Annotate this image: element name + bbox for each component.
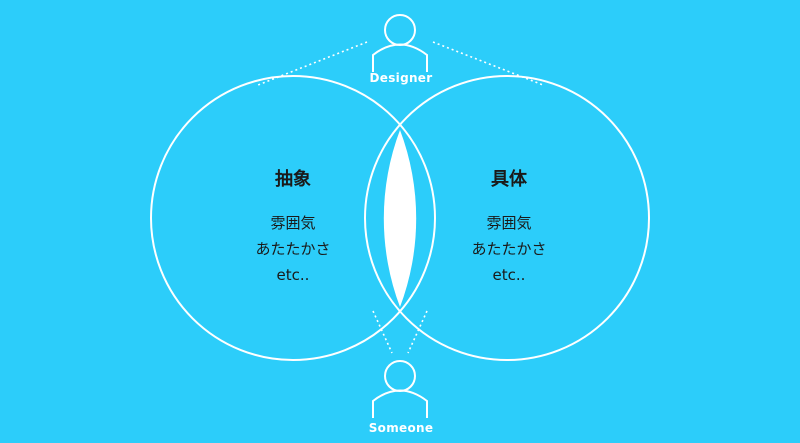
designer-label: Designer [369, 71, 433, 85]
left-circle-title: 抽象 [275, 169, 311, 190]
right-circle-item: 雰囲気 [486, 214, 532, 232]
right-circle-item: あたたかさ [471, 240, 547, 258]
left-circle-item: 雰囲気 [270, 214, 316, 232]
person-icon [372, 14, 428, 72]
right-circle-items: 雰囲気 あたたかさ etc.. [429, 210, 589, 288]
left-circle-item: etc.. [276, 266, 310, 284]
left-circle-item: あたたかさ [255, 240, 331, 258]
someone-dotted-lines [372, 310, 428, 354]
right-circle [364, 75, 650, 361]
left-circle [150, 75, 436, 361]
right-circle-title: 具体 [491, 169, 527, 190]
overlap-lens [383, 130, 417, 307]
left-circle-items: 雰囲気 あたたかさ etc.. [213, 210, 373, 288]
person-icon [372, 360, 428, 418]
right-circle-item: etc.. [492, 266, 526, 284]
someone-label: Someone [368, 421, 434, 435]
